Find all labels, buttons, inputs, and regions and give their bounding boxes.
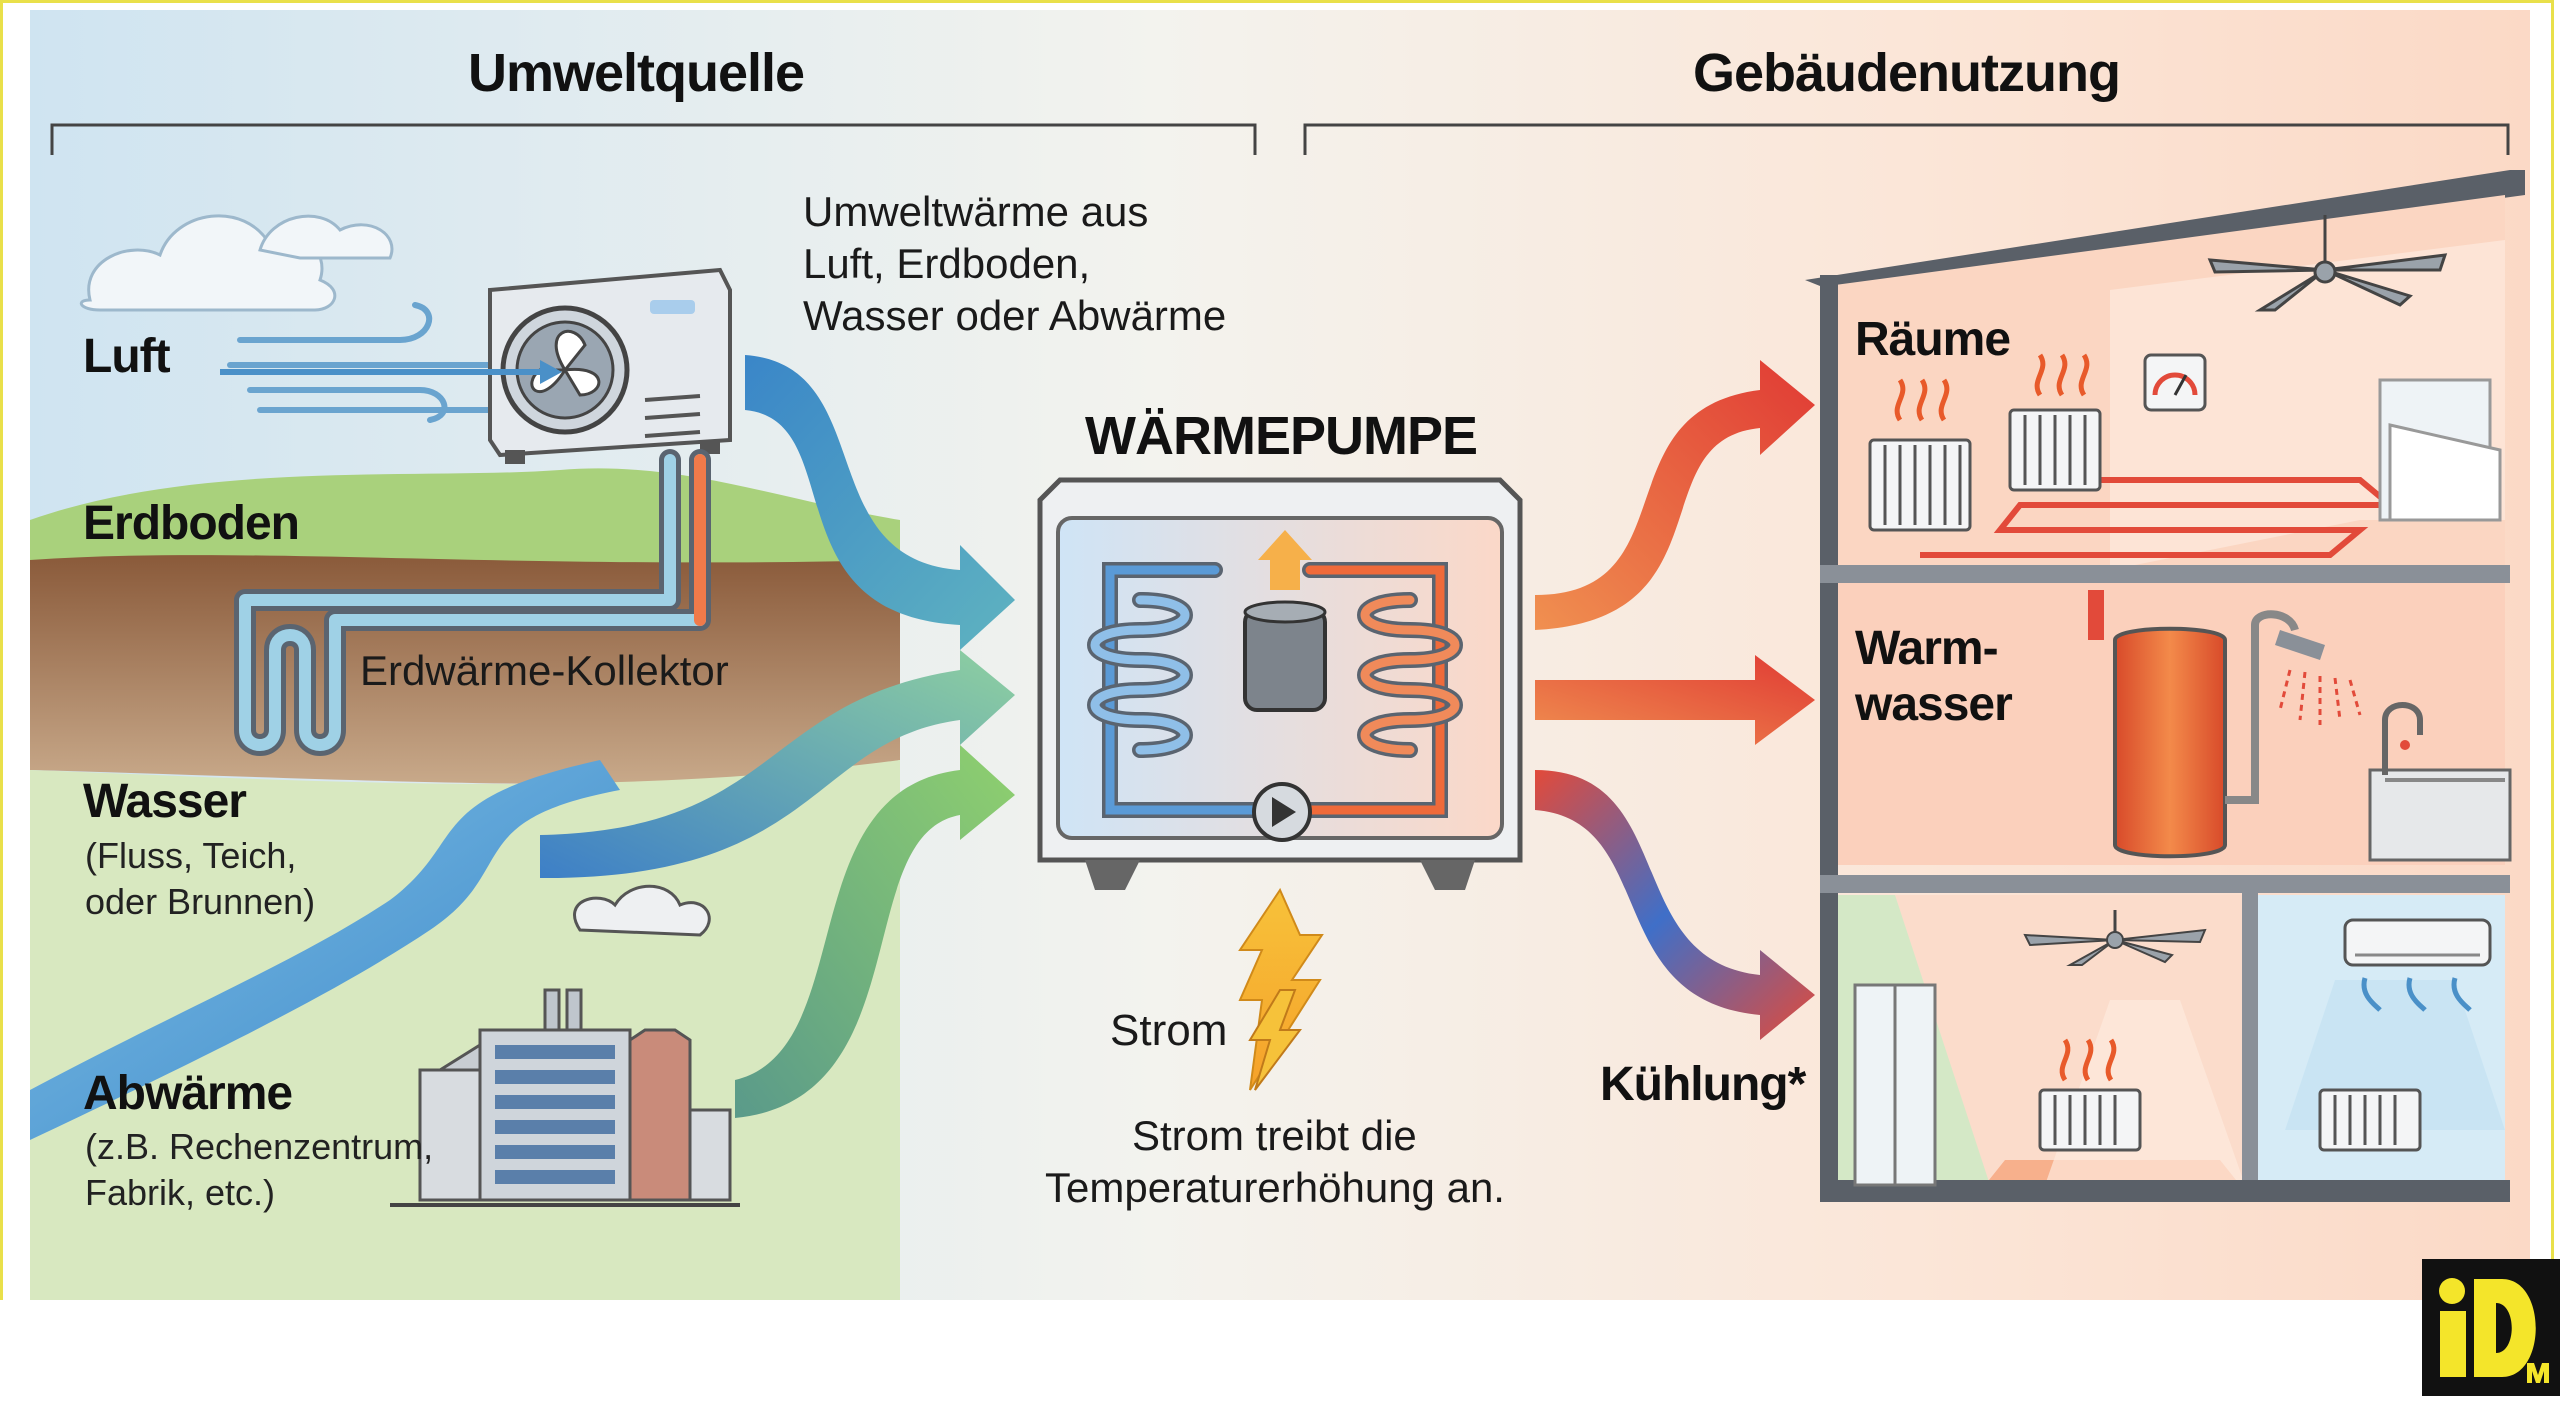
hot-water-tank xyxy=(2088,590,2299,859)
bracket-left xyxy=(50,123,1257,155)
floor-heating xyxy=(1920,477,2399,558)
heat-pump-title: WÄRMEPUMPE xyxy=(1085,406,1478,466)
label-ground: Erdboden xyxy=(83,497,300,550)
power-label: Strom xyxy=(1110,1006,1228,1055)
label-cooling: Kühlung* xyxy=(1600,1058,1806,1111)
header-left: Umweltquelle xyxy=(468,43,805,103)
arrow-rooms xyxy=(1535,360,1815,630)
cloud-icon xyxy=(79,214,394,312)
ambient-note-2: Luft, Erdboden, xyxy=(803,240,1091,287)
door xyxy=(1853,983,1937,1187)
ground-floor-fan xyxy=(2023,910,2207,966)
wind-icon xyxy=(227,302,523,423)
label-collector: Erdwärme-Kollektor xyxy=(360,647,729,694)
arrow-air xyxy=(745,355,1015,650)
label-air: Luft xyxy=(83,330,171,383)
lightning-icon-small xyxy=(1248,989,1302,1091)
factory-windows xyxy=(495,1045,615,1184)
radiator-icon xyxy=(1868,408,2102,532)
compressor-icon xyxy=(1243,530,1327,712)
image-frame xyxy=(0,0,2554,1300)
ambient-note-3: Wasser oder Abwärme xyxy=(803,292,1227,339)
radiator-ground xyxy=(2038,1088,2422,1152)
label-water: Wasser xyxy=(83,775,247,828)
label-waste-heat-sub-2: Fabrik, etc.) xyxy=(85,1172,276,1213)
ambient-note-1: Umweltwärme aus xyxy=(803,188,1149,235)
power-note-1: Strom treibt die xyxy=(1132,1112,1417,1159)
outdoor-unit-icon xyxy=(488,267,732,464)
arrow-hot-water xyxy=(1535,655,1815,745)
label-water-sub-2: oder Brunnen) xyxy=(85,881,316,922)
window xyxy=(2378,378,2502,522)
arrow-waste-heat xyxy=(735,745,1015,1118)
thermostat-icon xyxy=(2143,353,2207,412)
label-waste-heat-sub-1: (z.B. Rechenzentrum, xyxy=(85,1126,434,1167)
pump-icon xyxy=(1252,782,1312,842)
label-hot-water-1: Warm- xyxy=(1855,622,1999,675)
label-hot-water-2: wasser xyxy=(1855,678,2013,731)
header-right: Gebäudenutzung xyxy=(1693,43,2121,103)
heat-waves-ground xyxy=(2059,1038,2117,1082)
arrow-cooling xyxy=(1535,770,1815,1040)
power-note-2: Temperaturerhöhung an. xyxy=(1045,1164,1505,1211)
label-rooms: Räume xyxy=(1855,313,2011,366)
arrow-water xyxy=(540,650,1015,879)
shower-icon xyxy=(2275,630,2362,725)
air-conditioner-icon xyxy=(2343,918,2492,1012)
bracket-right xyxy=(1303,123,2510,155)
heat-waves-icon xyxy=(1894,353,2090,422)
label-waste-heat: Abwärme xyxy=(83,1067,293,1120)
faucet-icon xyxy=(2368,702,2512,862)
ground-collector xyxy=(234,449,711,756)
logo-icon xyxy=(2422,1259,2560,1396)
diagram-artwork xyxy=(30,10,2530,1300)
label-water-sub-1: (Fluss, Teich, xyxy=(85,835,297,876)
ceiling-fan-icon xyxy=(2207,215,2448,312)
river xyxy=(30,760,620,1140)
